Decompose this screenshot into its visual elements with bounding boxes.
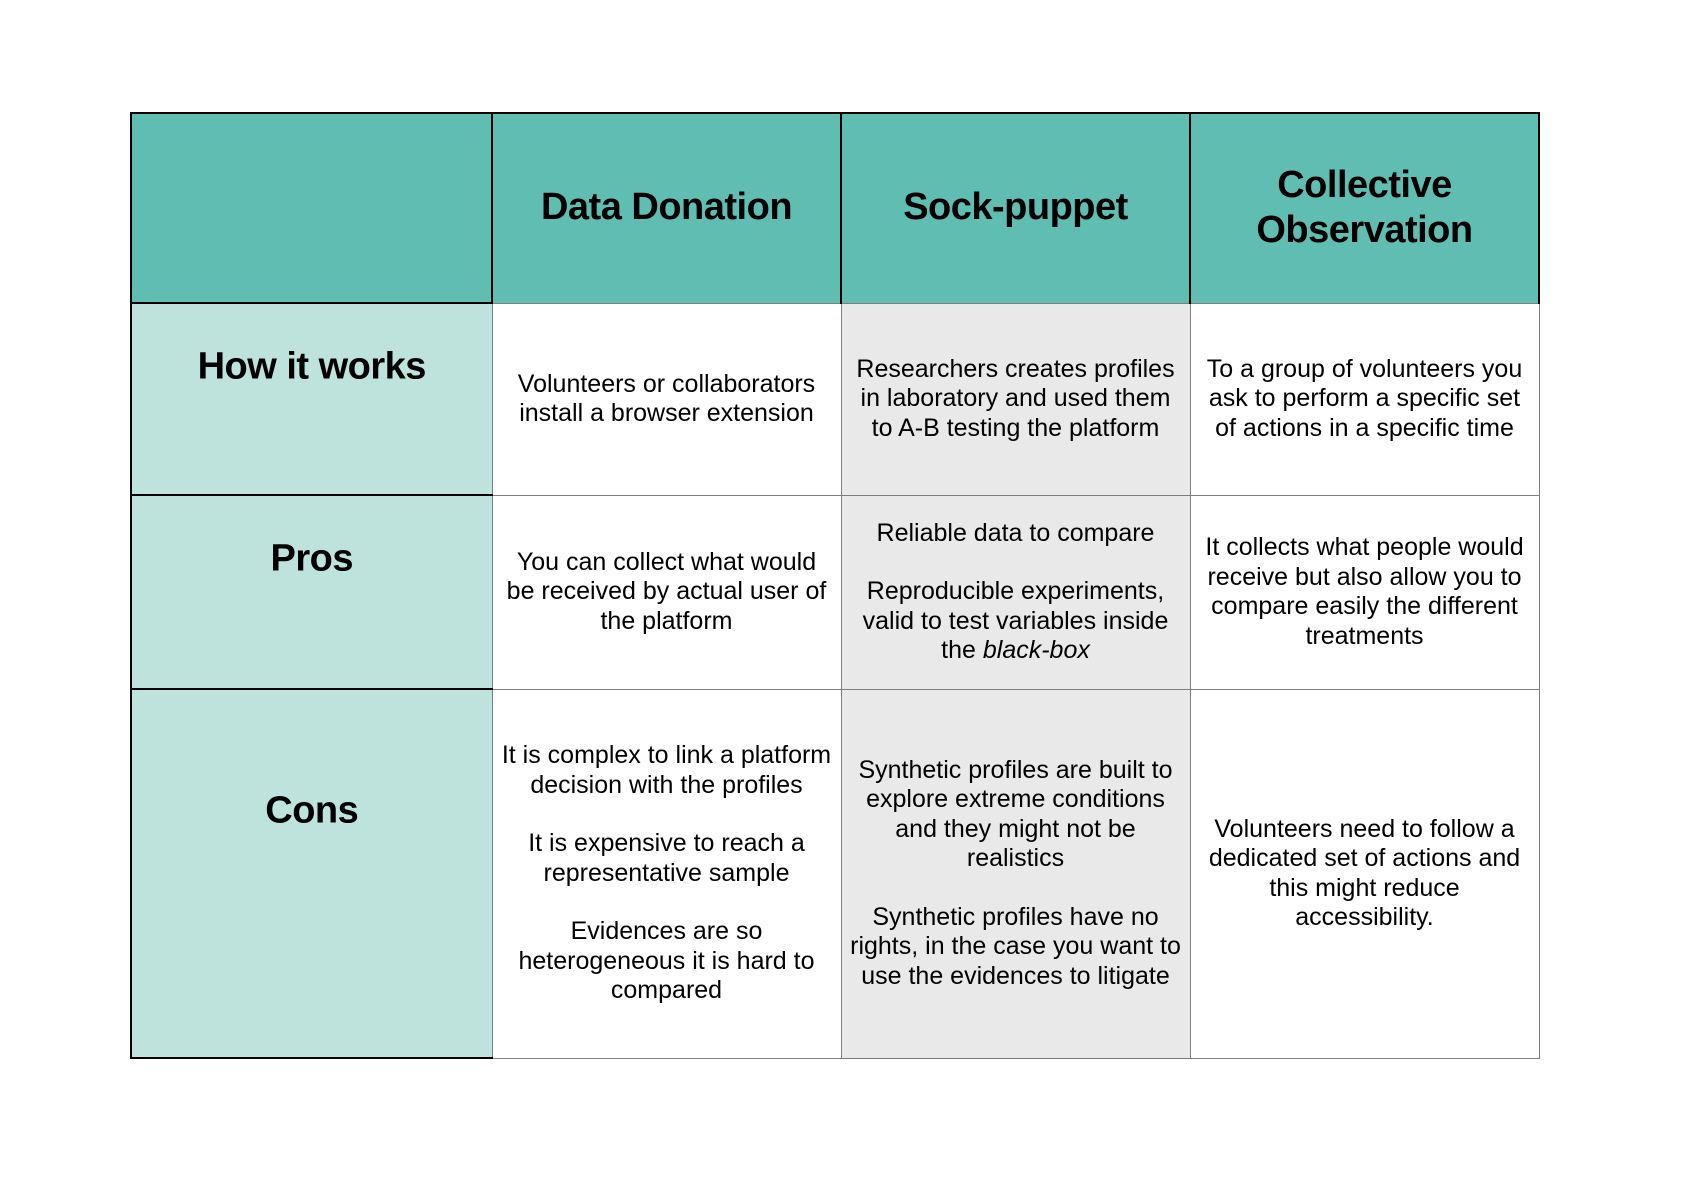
corner-cell (130, 112, 493, 304)
row-label-text: How it works (197, 345, 427, 388)
row-pros: Pros You can collect what would be recei… (130, 494, 1540, 690)
column-header-sock-puppet: Sock-puppet (840, 112, 1191, 304)
cell-how-data-donation: Volunteers or collaborators install a br… (491, 302, 842, 496)
row-label-cons: Cons (130, 688, 493, 1059)
row-label-how-it-works: How it works (130, 302, 493, 496)
row-label-text: Cons (265, 789, 359, 832)
cell-paragraph: You can collect what would be received b… (506, 547, 827, 635)
cell-paragraph: Synthetic profiles have no rights, in th… (850, 902, 1181, 990)
column-header-data-donation: Data Donation (491, 112, 842, 304)
cell-paragraph: Volunteers need to follow a dedicated se… (1208, 814, 1521, 932)
cell-pros-sock-puppet: Reliable data to compare Reproducible ex… (840, 494, 1191, 690)
row-label-text: Pros (270, 537, 354, 580)
cell-how-sock-puppet: Researchers creates profiles in laborato… (840, 302, 1191, 496)
column-header-collective-observation: Collective Observation (1189, 112, 1540, 304)
cell-paragraph: Researchers creates profiles in laborato… (856, 354, 1175, 442)
cell-cons-sock-puppet: Synthetic profiles are built to explore … (840, 688, 1191, 1059)
methods-comparison-table: Data Donation Sock-puppet Collective Obs… (130, 112, 1540, 1059)
cell-pros-data-donation: You can collect what would be received b… (491, 494, 842, 690)
header-row: Data Donation Sock-puppet Collective Obs… (130, 112, 1540, 304)
row-label-pros: Pros (130, 494, 493, 690)
cell-paragraph: Evidences are so heterogeneous it is har… (518, 917, 815, 1005)
row-cons: Cons It is complex to link a platform de… (130, 688, 1540, 1059)
cell-paragraph-text: Reproducible experiments, valid to test … (862, 577, 1169, 664)
cell-cons-collective-observation: Volunteers need to follow a dedicated se… (1189, 688, 1540, 1059)
cell-paragraph: Reproducible experiments, valid to test … (850, 577, 1182, 666)
cell-how-collective-observation: To a group of volunteers you ask to perf… (1189, 302, 1540, 496)
cell-paragraph: Reliable data to compare (876, 518, 1155, 547)
cell-paragraph: To a group of volunteers you ask to perf… (1206, 354, 1523, 442)
cell-paragraph: It is complex to link a platform decisio… (501, 741, 832, 799)
cell-paragraph: It is expensive to reach a representativ… (528, 829, 805, 887)
black-box-italic-text: black-box (982, 636, 1090, 664)
cell-pros-collective-observation: It collects what people would receive bu… (1189, 494, 1540, 690)
cell-paragraph: It collects what people would receive bu… (1205, 533, 1524, 650)
cell-cons-data-donation: It is complex to link a platform decisio… (491, 688, 842, 1059)
cell-paragraph: Volunteers or collaborators install a br… (517, 369, 816, 428)
cell-paragraph: Synthetic profiles are built to explore … (858, 755, 1173, 873)
row-how-it-works: How it works Volunteers or collaborators… (130, 302, 1540, 496)
